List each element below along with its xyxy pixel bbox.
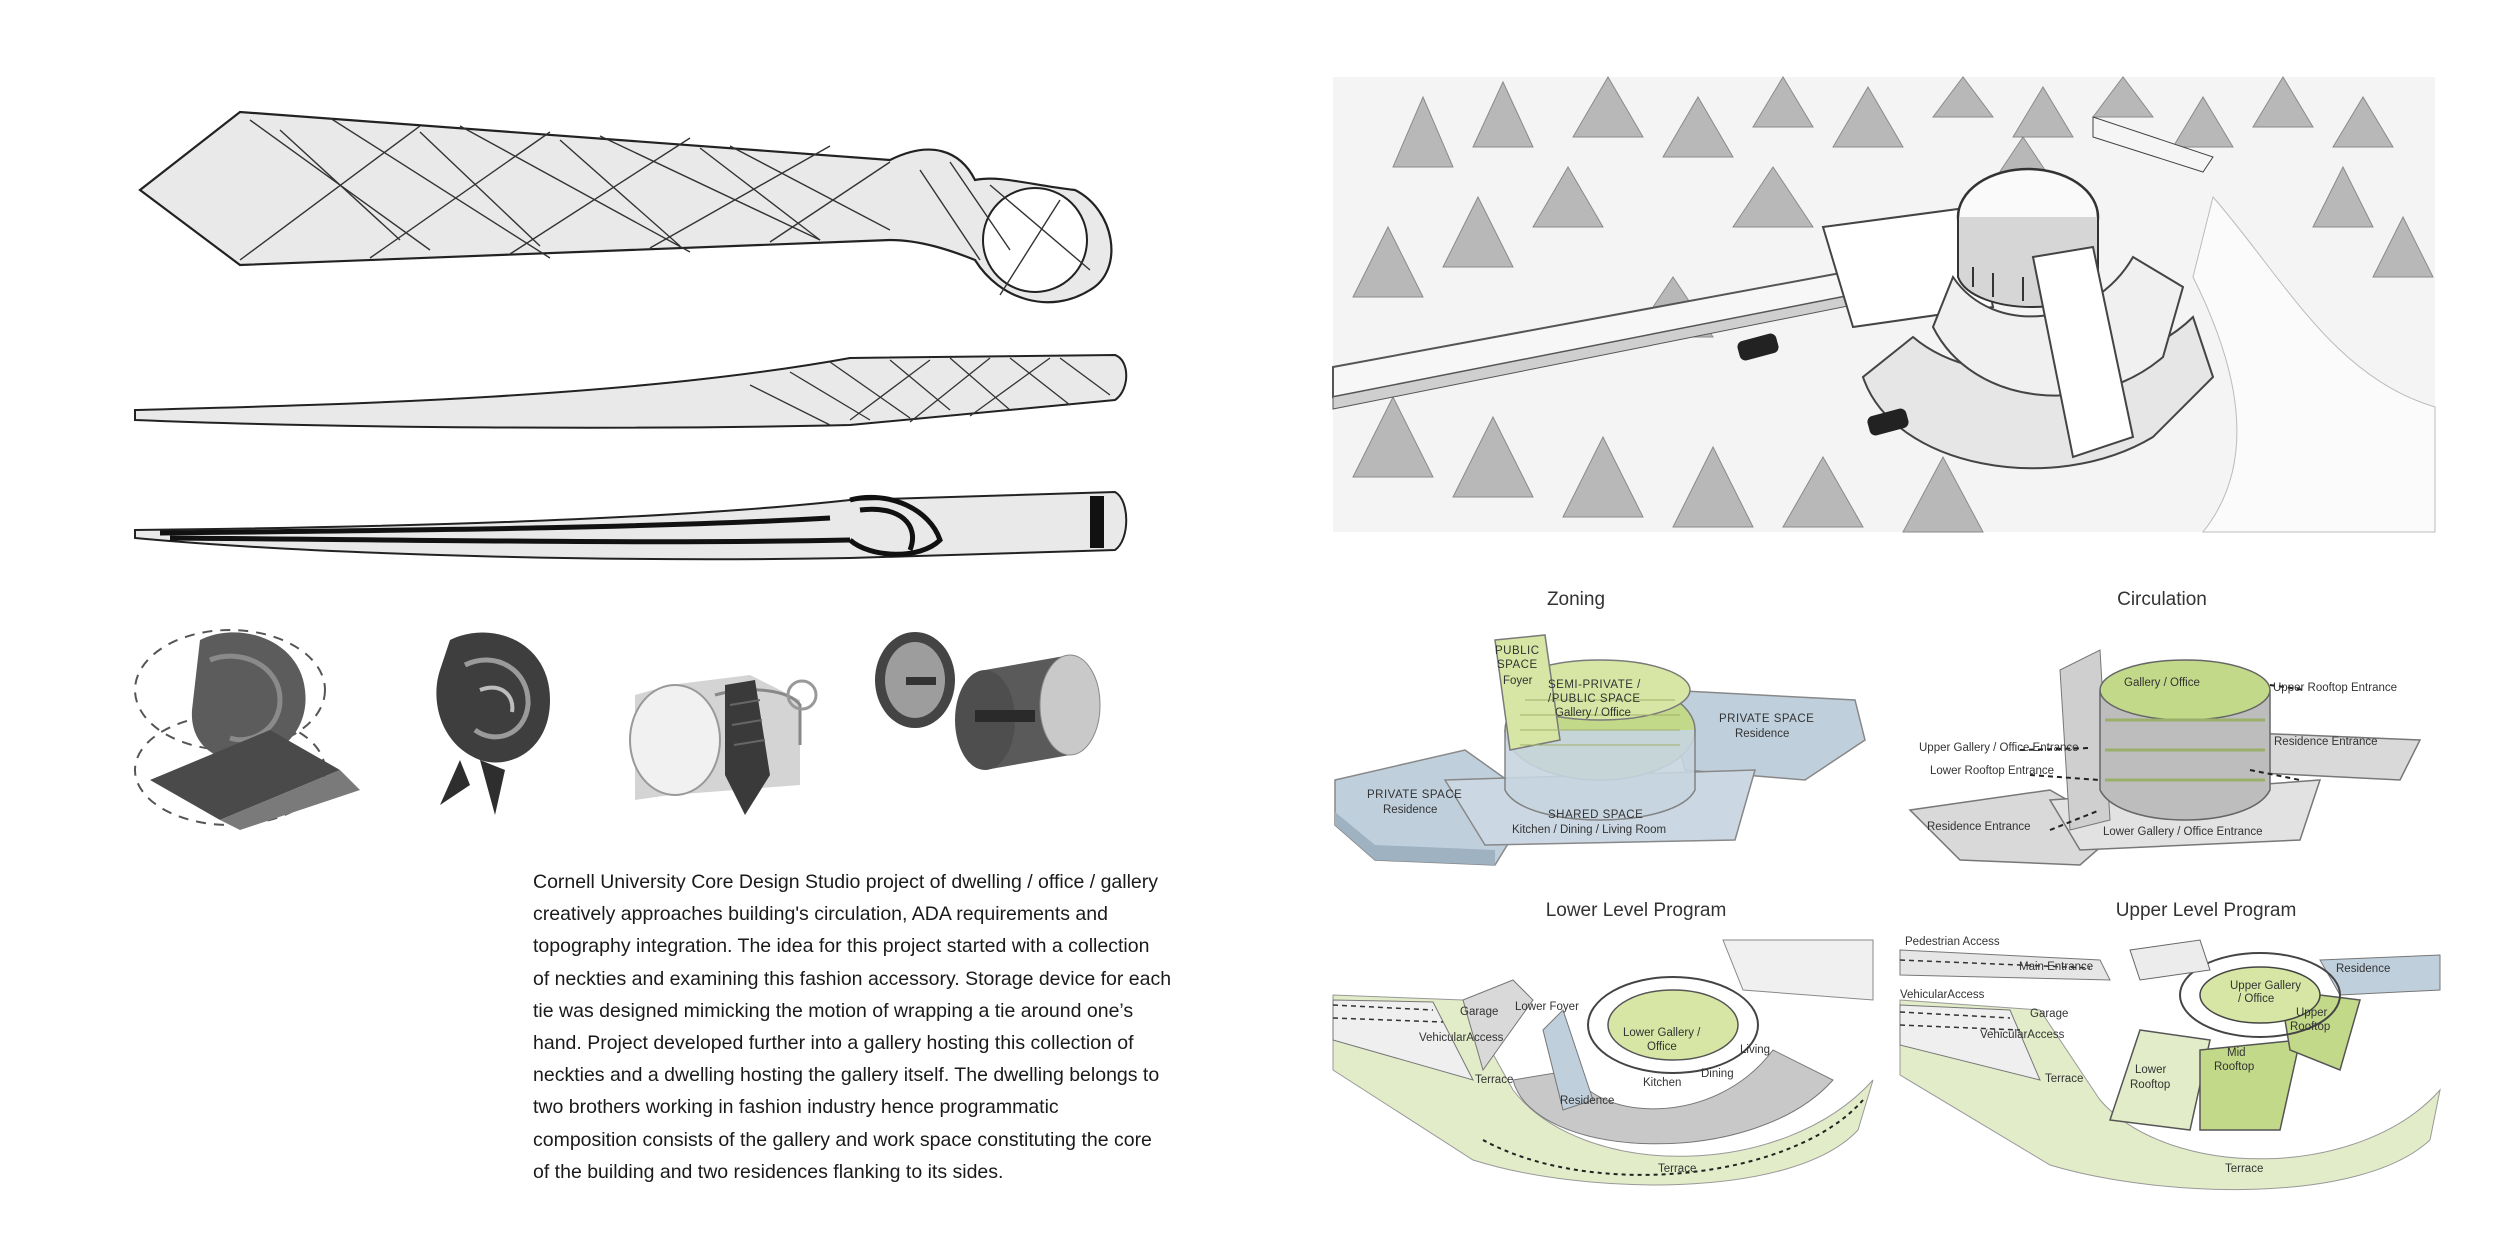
necktie-wrapped-sketch <box>134 490 1128 561</box>
lower-residence-label: Residence <box>1560 1095 1615 1107</box>
aerial-rendering <box>1332 76 2436 533</box>
lower-vehicular-label: VehicularAccess <box>1419 1032 1504 1044</box>
upper-vehicular-label: VehicularAccess <box>1980 1029 2065 1041</box>
project-description: Cornell University Core Design Studio pr… <box>533 866 1183 1188</box>
lower-level-title: Lower Level Program <box>1545 900 1727 921</box>
mid-rooftop-label-1: Mid <box>2227 1047 2246 1059</box>
description-line: topography integration. The idea for thi… <box>533 935 1150 958</box>
lower-foyer-label: Lower Foyer <box>1515 1001 1579 1013</box>
circ-residence-left-label: Residence Entrance <box>1927 821 2031 833</box>
lower-rooftop-label-1: Lower <box>2135 1064 2167 1076</box>
mid-rooftop-label-2: Rooftop <box>2214 1061 2255 1073</box>
circulation-diagram <box>1908 649 2422 866</box>
circ-residence-right-label: Residence Entrance <box>2274 736 2378 748</box>
circ-gallery-office-label: Gallery / Office <box>2124 677 2200 689</box>
upper-main-entrance-label: Main Entrance <box>2019 961 2094 973</box>
zoning-private-left-label: PRIVATE SPACE <box>1367 789 1463 801</box>
zoning-semi-private-label-2: /PUBLIC SPACE <box>1548 693 1641 705</box>
description-line: of the building and two residences flank… <box>533 1160 1004 1183</box>
description-line: of neckties and examining this fashion a… <box>533 967 1172 990</box>
zoning-residence-right-label: Residence <box>1735 728 1790 740</box>
zoning-shared-label: SHARED SPACE <box>1548 809 1644 821</box>
upper-gallery-label-2: / Office <box>2238 993 2275 1005</box>
zoning-title: Zoning <box>1546 589 1606 610</box>
zoning-gallery-office-label: Gallery / Office <box>1555 707 1631 719</box>
upper-level-title: Upper Level Program <box>2115 900 2297 921</box>
upper-garage-label: Garage <box>2030 1008 2069 1020</box>
lower-terrace-bottom-label: Terrace <box>1658 1163 1697 1175</box>
lower-living-label: Living <box>1740 1044 1771 1056</box>
description-line: Cornell University Core Design Studio pr… <box>533 871 1159 893</box>
zoning-private-right-label: PRIVATE SPACE <box>1719 713 1815 725</box>
upper-pedestrian-label: Pedestrian Access <box>1905 936 2000 948</box>
tie-storage-device-photo <box>629 675 818 815</box>
zoning-kitchen-label: Kitchen / Dining / Living Room <box>1512 824 1667 836</box>
description-line: creatively approaches building's circula… <box>533 903 1108 926</box>
upper-level-diagram <box>1899 939 2441 1190</box>
lower-gallery-label-2: Office <box>1647 1041 1677 1053</box>
upper-rooftop-label-2: Rooftop <box>2290 1021 2331 1033</box>
necktie-side-sketch <box>134 353 1128 429</box>
zoning-residence-left-label: Residence <box>1383 804 1438 816</box>
lower-garage-label: Garage <box>1460 1006 1499 1018</box>
description-line: neckties and a dwelling hosting the gall… <box>533 1064 1160 1087</box>
rolled-tie-photo <box>134 629 360 830</box>
upper-terrace-bottom-label: Terrace <box>2225 1163 2264 1175</box>
circ-upper-gallery-label: Upper Gallery / Office Entrance <box>1919 742 2079 754</box>
zoning-foyer-label: Foyer <box>1503 675 1533 687</box>
coiled-tie-photo <box>436 632 550 815</box>
zoning-diagram <box>1334 634 1866 866</box>
cylinder-storage-photo <box>875 632 1101 770</box>
lower-level-diagram <box>1332 939 1874 1186</box>
circ-lower-gallery-label: Lower Gallery / Office Entrance <box>2103 826 2263 838</box>
zoning-public-space-label-1: PUBLIC <box>1495 645 1540 657</box>
lower-kitchen-label: Kitchen <box>1643 1077 1682 1089</box>
lower-terrace-left-label: Terrace <box>1475 1074 1514 1086</box>
upper-rooftop-label-1: Upper <box>2296 1007 2328 1019</box>
necktie-flat-sketch <box>138 110 1113 304</box>
lower-rooftop-label-2: Rooftop <box>2130 1079 2171 1091</box>
description-line: hand. Project developed further into a g… <box>533 1032 1134 1055</box>
upper-vehicular-top-label: VehicularAccess <box>1900 989 1985 1001</box>
circ-lower-rooftop-label: Lower Rooftop Entrance <box>1930 765 2055 777</box>
description-line: composition consists of the gallery and … <box>533 1128 1152 1151</box>
description-line: two brothers working in fashion industry… <box>533 1096 1059 1119</box>
description-line: tie was designed mimicking the motion of… <box>533 999 1134 1022</box>
upper-residence-label: Residence <box>2336 963 2391 975</box>
zoning-semi-private-label-1: SEMI-PRIVATE / <box>1548 679 1641 691</box>
upper-terrace-left-label: Terrace <box>2045 1073 2084 1085</box>
lower-dining-label: Dining <box>1701 1068 1734 1080</box>
circ-upper-rooftop-label: Upper Rooftop Entrance <box>2273 682 2398 694</box>
upper-gallery-label-1: Upper Gallery <box>2230 980 2301 992</box>
circulation-title: Circulation <box>2117 589 2207 610</box>
lower-gallery-label-1: Lower Gallery / <box>1623 1027 1701 1039</box>
zoning-public-space-label-2: SPACE <box>1497 659 1538 671</box>
